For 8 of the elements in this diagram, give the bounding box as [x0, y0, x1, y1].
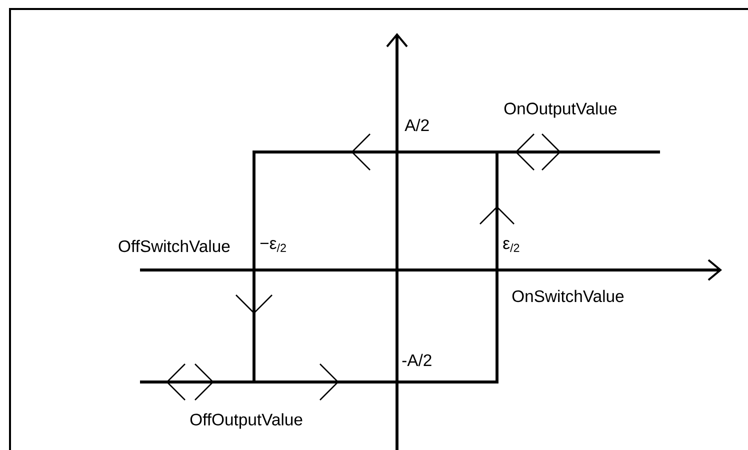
value-label: OffSwitchValue [118, 240, 230, 252]
value-label: A/2 [404, 118, 429, 132]
value-label: -A/2 [402, 354, 432, 366]
value-label: OnSwitchValue [512, 290, 624, 302]
value-label: OffOutputValue [190, 413, 302, 429]
value-label: −ε$_{/2}$ [260, 240, 286, 252]
value-label: OnOutputValue [504, 102, 617, 118]
value-label: ε$_{/2}$ [503, 240, 520, 252]
